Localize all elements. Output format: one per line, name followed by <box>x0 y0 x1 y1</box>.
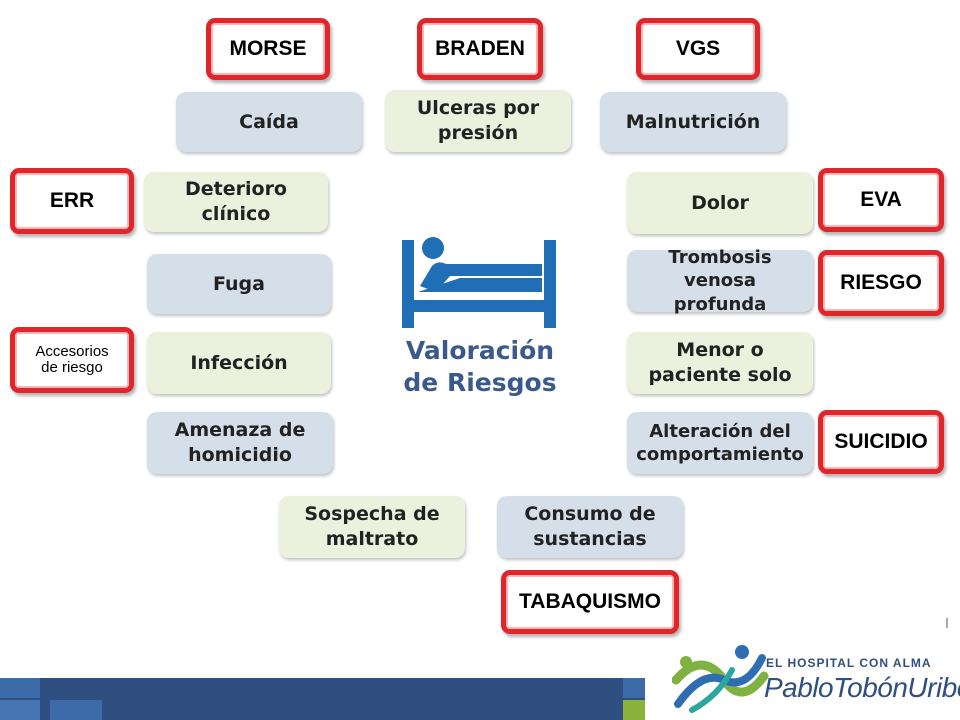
risk-malnutricion: Malnutrición <box>600 92 786 152</box>
risk-caida: Caída <box>176 92 362 152</box>
logo-tagline: EL HOSPITAL CON ALMA <box>766 656 932 670</box>
risk-menor-paciente-solo: Menor o paciente solo <box>627 332 813 394</box>
risk-trombosis-venosa: Trombosis venosa profunda <box>627 247 813 315</box>
tag-err: ERR <box>10 168 134 234</box>
risk-sospecha-maltrato: Sospecha de maltrato <box>279 496 465 558</box>
tag-vgs: VGS <box>636 18 760 80</box>
footer-bar <box>0 678 645 720</box>
tag-riesgo: RIESGO <box>818 250 944 316</box>
tag-eva: EVA <box>818 168 944 232</box>
center-title: Valoración de Riesgos <box>403 336 557 397</box>
risk-fuga: Fuga <box>147 254 331 314</box>
tag-braden: BRADEN <box>417 18 543 80</box>
tag-morse: MORSE <box>206 18 330 80</box>
footer-square <box>0 678 40 698</box>
tag-accesorios-riesgo: Accesorios de riesgo <box>10 327 134 393</box>
footer-square <box>623 678 645 698</box>
hospital-bed-icon <box>402 237 556 328</box>
edge-mark <box>946 618 948 628</box>
logo-name: PabloTobónUribe <box>764 672 960 703</box>
footer-square <box>0 700 40 720</box>
footer-square-green <box>623 700 645 720</box>
risk-consumo-sustancias: Consumo de sustancias <box>497 496 683 558</box>
tag-suicidio: SUICIDIO <box>818 410 944 474</box>
risk-amenaza-homicidio: Amenaza de homicidio <box>147 412 333 474</box>
risk-ulceras-presion: Ulceras por presión <box>385 90 571 152</box>
footer-square <box>50 700 102 720</box>
risk-alteracion-comportamiento: Alteración del comportamiento <box>627 412 813 474</box>
risk-dolor: Dolor <box>627 172 813 234</box>
tag-tabaquismo: TABAQUISMO <box>501 570 679 634</box>
hospital-logo-icon <box>672 645 769 713</box>
risk-infeccion: Infección <box>147 332 331 394</box>
risk-deterioro-clinico: Deterioro clínico <box>144 172 328 232</box>
